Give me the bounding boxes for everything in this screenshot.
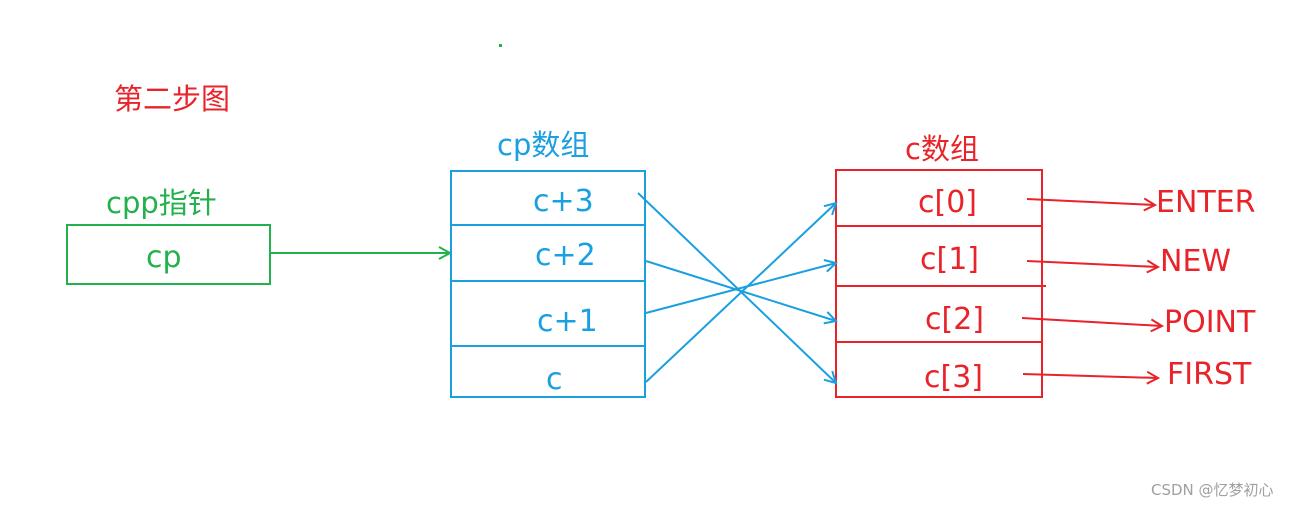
- cpp-cell-text: cp: [146, 240, 182, 275]
- cpp-box: [66, 224, 271, 285]
- string-new: NEW: [1160, 244, 1232, 279]
- cp-cell-2: c+1: [537, 304, 598, 339]
- cp-cell-1: c+2: [535, 238, 596, 273]
- cp-to-c-arrows: [637, 192, 836, 383]
- arrow-c0-to-enter: [1026, 199, 1155, 205]
- diagram-title: 第二步图: [114, 82, 231, 116]
- arrow-c2-to-point: [1021, 317, 1162, 326]
- arrow-cp3-to-c0: [645, 203, 836, 383]
- cp-cell-0: c+3: [533, 184, 594, 219]
- cp-array-box: [450, 170, 646, 398]
- c-to-string-arrows: [1021, 199, 1162, 378]
- c-cell-2: c[2]: [925, 302, 984, 337]
- cp-cell-3: c: [546, 362, 563, 397]
- c-cell-0: c[0]: [918, 185, 977, 220]
- cpp-label: cpp指针: [106, 186, 217, 220]
- string-point: POINT: [1164, 305, 1256, 340]
- c-array-box: [835, 169, 1046, 398]
- stray-dot: [499, 44, 502, 47]
- arrow-cp0-to-c3: [637, 192, 836, 383]
- cp-array-label: cp数组: [497, 128, 590, 162]
- c-cell-1: c[1]: [920, 242, 979, 277]
- c-cell-3: c[3]: [924, 360, 983, 395]
- arrow-c3-to-first: [1022, 374, 1158, 378]
- string-enter: ENTER: [1156, 185, 1256, 220]
- watermark: CSDN @忆梦初心: [1151, 481, 1274, 499]
- string-first: FIRST: [1167, 357, 1252, 392]
- arrow-c1-to-new: [1026, 261, 1158, 267]
- arrow-cp1-to-c2: [645, 260, 836, 321]
- arrow-cp2-to-c1: [645, 263, 836, 314]
- c-array-label: c数组: [905, 132, 979, 166]
